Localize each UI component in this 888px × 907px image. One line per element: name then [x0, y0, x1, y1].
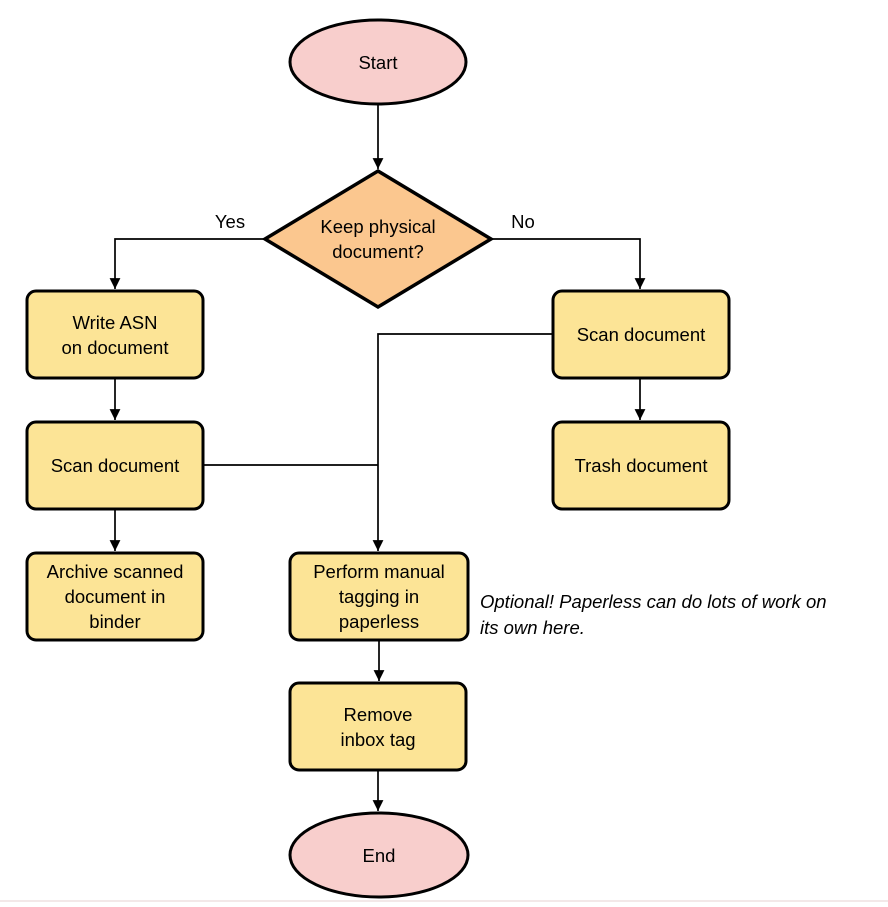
edge-decision-yes-to-write-asn	[109, 238, 266, 289]
scan-left-box-shape	[25, 420, 205, 511]
end-terminal-shape	[288, 811, 470, 899]
write-asn-box-shape	[25, 289, 205, 380]
decision-diamond-shape	[261, 168, 495, 310]
remove-inbox-box-shape	[288, 681, 468, 772]
bottom-hairline	[0, 900, 888, 902]
optional-note: Optional! Paperless can do lots of work …	[480, 591, 827, 638]
start-terminal-shape	[288, 18, 468, 106]
edge-label-no: No	[511, 211, 535, 232]
edge-scan-right-to-tagging	[372, 333, 553, 551]
edge-decision-no-to-scan-right	[490, 238, 646, 289]
archive-box-shape	[25, 551, 205, 642]
tagging-box-shape	[288, 551, 470, 642]
trash-box-shape	[551, 420, 731, 511]
scan-right-box-shape	[551, 289, 731, 380]
edge-label-yes: Yes	[214, 211, 246, 232]
